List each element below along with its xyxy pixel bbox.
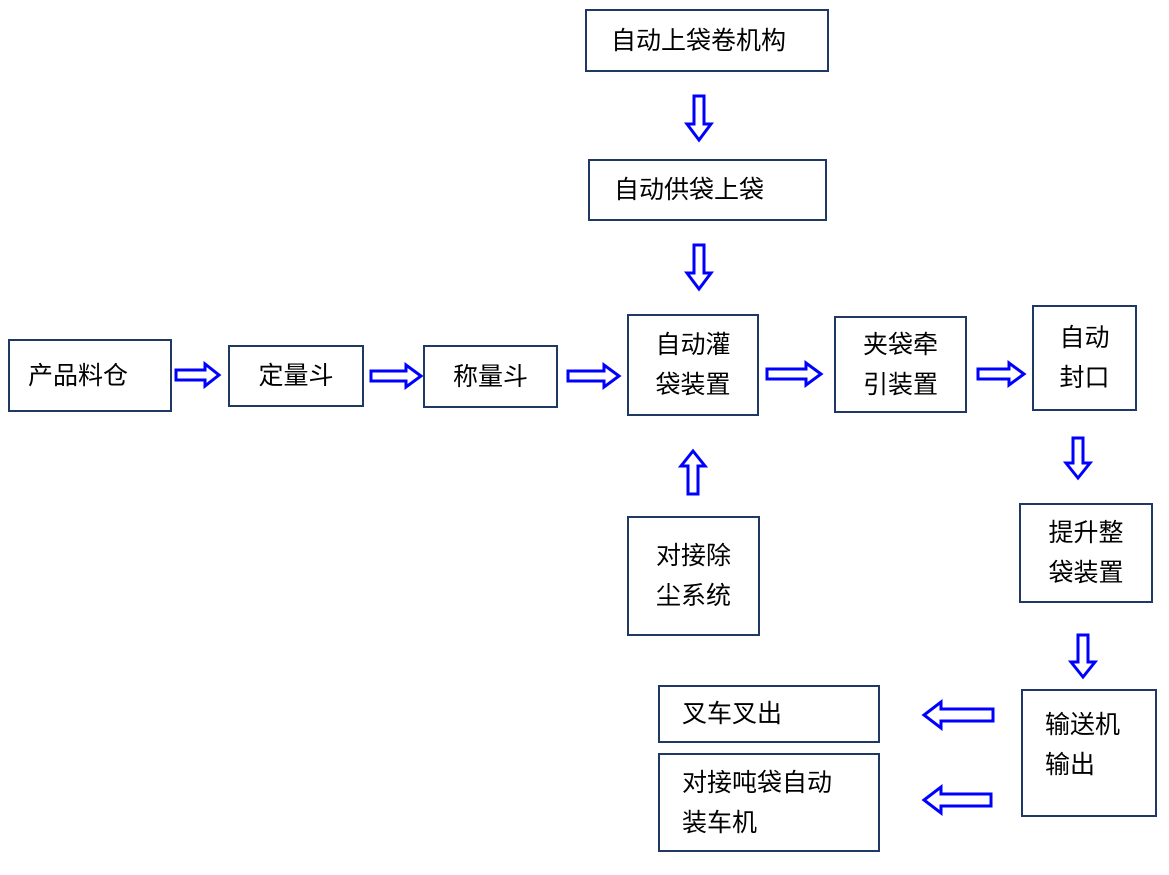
node-label: 装车机 [682,808,758,837]
node-label: 自动 [1059,323,1110,352]
node-label: 输送机 [1045,710,1121,739]
node-label: 产品料仓 [28,360,129,390]
node-bag-supply: 自动供袋上袋 [588,159,827,221]
node-label: 对接除 [655,541,731,570]
node-product-bin: 产品料仓 [8,339,172,412]
node-label: 提升整 [1048,518,1124,547]
node-label: 称量斗 [452,361,528,391]
node-label: 自动上袋卷机构 [611,25,787,55]
node-label: 对接吨袋自动 [682,768,833,797]
arrow-conveyor-to-loader [921,783,993,817]
node-roll-mechanism: 自动上袋卷机构 [585,9,829,72]
node-label: 封口 [1059,363,1110,392]
node-label: 自动供袋上袋 [614,175,765,204]
node-dosing-hopper: 定量斗 [228,345,364,407]
node-label: 叉车叉出 [682,699,783,728]
node-label: 自动灌 [655,330,731,359]
arrow-roll-to-supply [684,94,714,143]
node-label: 输出 [1045,750,1096,779]
node-auto-filling: 自动灌 袋装置 [627,314,759,416]
node-label: 定量斗 [258,361,334,390]
node-label: 夹袋牵 [862,329,938,359]
arrow-weigh-to-filling [566,362,622,390]
arrow-lift-to-conveyor [1067,633,1099,680]
node-clamp-pull: 夹袋牵 引装置 [834,316,967,413]
node-label: 袋装置 [1048,558,1124,587]
arrow-clamp-to-seal [976,360,1027,388]
node-label: 引装置 [862,369,938,399]
arrow-bin-to-dosing [174,360,222,390]
node-label: 尘系统 [655,581,731,610]
node-ton-bag-loader: 对接吨袋自动 装车机 [658,753,880,852]
node-weigh-hopper: 称量斗 [423,345,558,408]
node-forklift-out: 叉车叉出 [658,685,880,743]
arrow-conveyor-to-forklift [921,698,995,732]
arrow-dust-to-filling [677,448,709,496]
node-lift-shaping: 提升整 袋装置 [1019,503,1153,603]
node-auto-seal: 自动 封口 [1032,305,1137,411]
arrow-filling-to-clamp [765,360,824,388]
node-conveyor-out: 输送机 输出 [1021,689,1157,817]
node-dust-removal: 对接除 尘系统 [627,516,760,636]
node-label: 袋装置 [655,370,731,399]
arrow-seal-to-lift [1062,436,1094,481]
arrow-supply-to-filling [684,243,714,292]
arrow-dosing-to-weigh [369,362,424,390]
